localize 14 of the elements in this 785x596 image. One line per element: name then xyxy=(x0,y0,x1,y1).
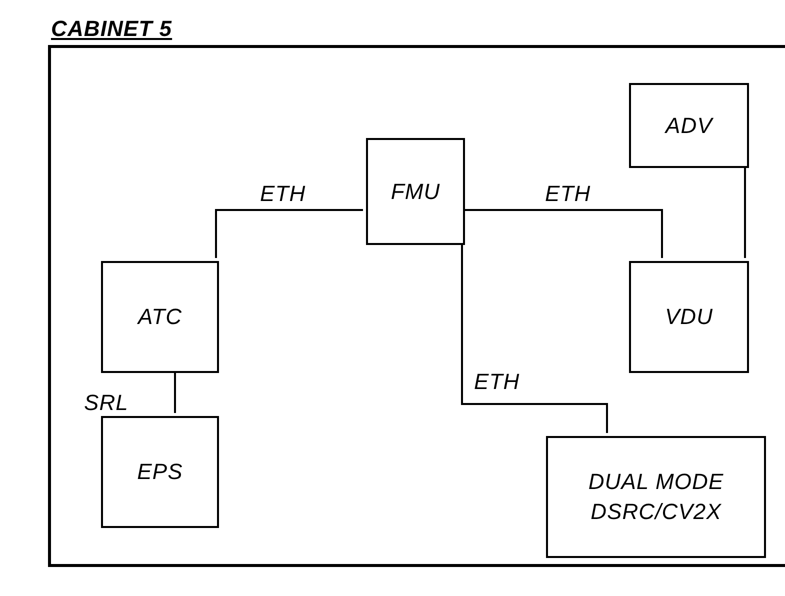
device-box xyxy=(546,436,766,558)
device-box xyxy=(366,138,465,245)
device-label: EPS xyxy=(136,458,184,486)
cabinet-title: CABINET 5 xyxy=(51,18,172,40)
device-label: ADV xyxy=(664,112,714,140)
device-box xyxy=(629,83,749,168)
device-label: DUAL MODE DSRC/CV2X xyxy=(587,468,725,526)
device-label: ATC xyxy=(136,303,184,331)
device-box xyxy=(101,416,219,528)
device-box xyxy=(101,261,219,373)
device-label: VDU xyxy=(664,303,714,331)
connector-line xyxy=(215,209,363,258)
device-box xyxy=(629,261,749,373)
device-label: FMU xyxy=(390,178,442,206)
